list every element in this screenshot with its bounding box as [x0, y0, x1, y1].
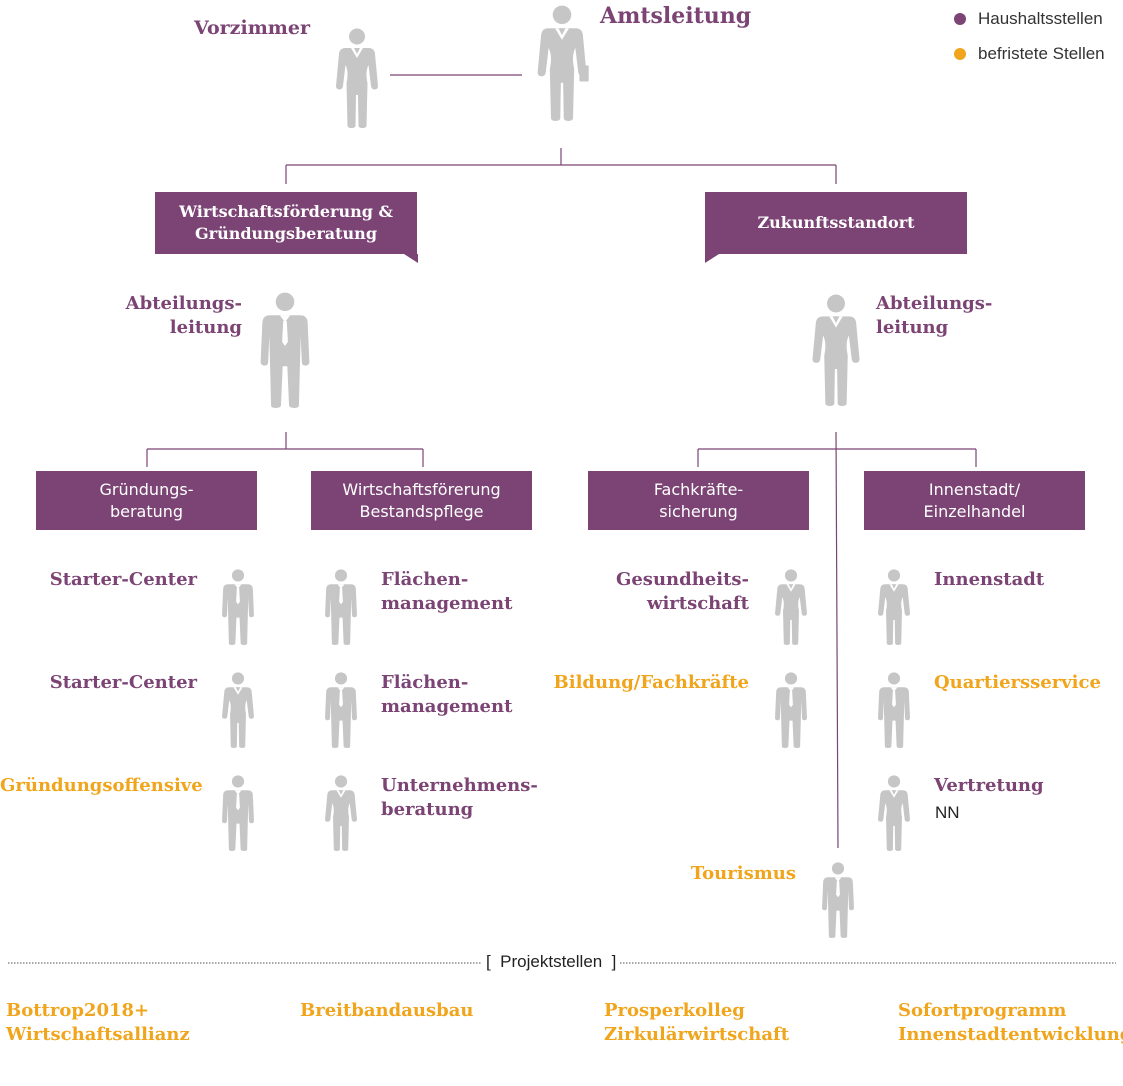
dept-zukunftsstandort-label: Zukunftsstandort: [757, 213, 915, 232]
projects-title: [ Projektstellen ]: [482, 952, 621, 972]
project-bottrop: Bottrop2018+ Wirtschaftsallianz: [6, 1000, 190, 1045]
staff-starter-center-1: Starter-Center: [49, 569, 197, 590]
staff-vertretung: Vertretung: [934, 775, 1044, 796]
unit-bestandspflege-label: Wirtschaftsförerung Bestandspflege: [342, 479, 501, 521]
legend-budget-dot: [954, 13, 966, 25]
unternehmensberatung-person-icon: [325, 775, 357, 851]
unit-bestandspflege-box: Wirtschaftsförerung Bestandspflege: [311, 471, 532, 530]
flaechen-1-person-icon: [325, 569, 357, 645]
staff-gesundheitswirtschaft: Gesundheits- wirtschaft: [615, 569, 749, 614]
dept-wirtschaftsfoerderung-box: Wirtschaftsförderung & Gründungsberatung: [155, 192, 417, 254]
vorzimmer-person-icon: [336, 28, 378, 128]
legend-temporary: befristete Stellen: [954, 44, 1105, 64]
legend-budget: Haushaltsstellen: [954, 9, 1103, 29]
abteilungsleitung-right-label: Abteilungs- leitung: [876, 293, 993, 338]
flaechen-2-person-icon: [325, 672, 357, 748]
project-prosperkolleg: Prosperkolleg Zirkulärwirtschaft: [604, 1000, 790, 1045]
quartiersservice-person-icon: [878, 672, 910, 748]
gruendungsoffensive-person-icon: [222, 775, 254, 851]
abteilungsleitung-left-label: Abteilungs- leitung: [125, 293, 242, 338]
unit-fachkraeftesicherung-label: Fachkräfte- sicherung: [653, 479, 744, 521]
vorzimmer-label: Vorzimmer: [194, 17, 310, 39]
dept-tab-left: [404, 254, 418, 263]
staff-innenstadt: Innenstadt: [934, 569, 1045, 590]
dept-wirtschaftsfoerderung-label: Wirtschaftsförderung & Gründungsberatung: [179, 202, 393, 243]
legend-budget-label: Haushaltsstellen: [978, 9, 1103, 28]
staff-gruendungsoffensive: Gründungsoffensive: [0, 775, 203, 796]
dept-tab-right: [705, 254, 719, 263]
staff-flaechenmanagement-1: Flächen- management: [381, 569, 513, 614]
project-sofortprogramm: Sofortprogramm Innenstadtentwicklung: [898, 1000, 1123, 1045]
abteilungsleitung-right-person-icon: [812, 294, 860, 406]
legend-temporary-dot: [954, 48, 966, 60]
starter-center-2-person-icon: [222, 672, 254, 748]
gesundheitswirtschaft-person-icon: [775, 569, 807, 645]
unit-gruendungsberatung-box: Gründungs- beratung: [36, 471, 257, 530]
staff-flaechenmanagement-2: Flächen- management: [381, 672, 513, 717]
staff-unternehmensberatung: Unternehmens- beratung: [381, 775, 538, 820]
project-breitband: Breitbandausbau: [300, 1000, 474, 1021]
staff-starter-center-2: Starter-Center: [49, 672, 197, 693]
amtsleitung-person-icon: [538, 6, 589, 121]
projects-title-text: Projektstellen: [500, 952, 603, 971]
staff-quartiersservice: Quartiersservice: [934, 672, 1101, 693]
staff-bildung-fachkraefte: Bildung/Fachkräfte: [553, 672, 749, 693]
unit-fachkraeftesicherung-box: Fachkräfte- sicherung: [588, 471, 809, 530]
unit-gruendungsberatung-label: Gründungs- beratung: [99, 479, 194, 521]
innenstadt-person-icon: [878, 569, 910, 645]
org-lines: [146, 74, 977, 849]
abteilungsleitung-left-person-icon: [260, 292, 310, 408]
starter-center-1-person-icon: [222, 569, 254, 645]
amtsleitung-label: Amtsleitung: [600, 3, 752, 29]
legend-temporary-label: befristete Stellen: [978, 44, 1105, 63]
bildung-fachkraefte-person-icon: [775, 672, 807, 748]
unit-innenstadt-label: Innenstadt/ Einzelhandel: [923, 479, 1026, 521]
staff-vertretung-nn: NN: [935, 803, 960, 822]
tourismus-person-icon: [822, 862, 854, 938]
staff-tourismus: Tourismus: [690, 863, 796, 884]
unit-innenstadt-box: Innenstadt/ Einzelhandel: [864, 471, 1085, 530]
dept-zukunftsstandort-box: Zukunftsstandort: [705, 192, 967, 254]
vertretung-person-icon: [878, 775, 910, 851]
